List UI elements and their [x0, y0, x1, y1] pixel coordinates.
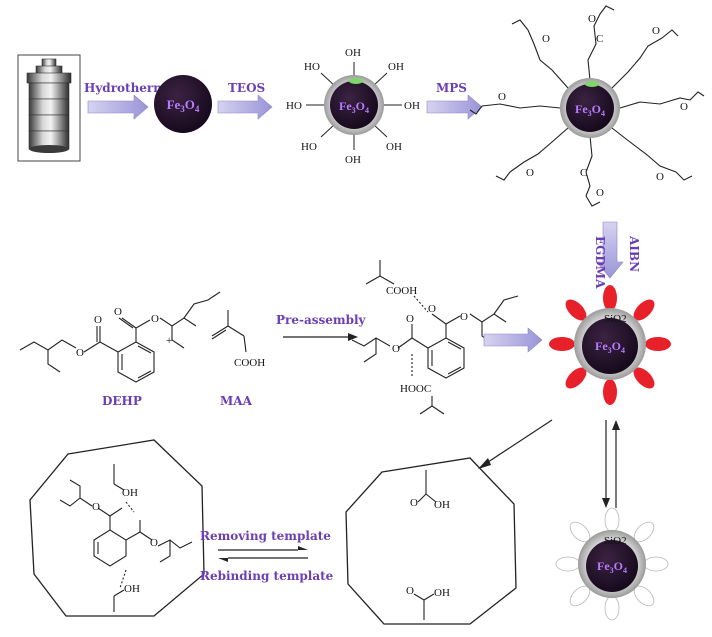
svg-text:O: O [460, 311, 468, 323]
oh-top: OH [345, 47, 361, 59]
mip-particle-with-template: SiO2 Fe3O4 [549, 285, 671, 405]
svg-text:O: O [150, 537, 158, 549]
aibn-label: AIBN [627, 235, 641, 272]
elution-arrow [478, 419, 553, 469]
removing-template-label: Removing template [200, 529, 331, 543]
oh-top-right: OH [388, 61, 404, 73]
cavity-with-template: OH OH O O [29, 439, 205, 617]
pre-assembled-complex: COOH HOOC O O O O [351, 260, 519, 415]
svg-text:O: O [596, 187, 604, 199]
pre-assembly-arrow [283, 333, 358, 341]
svg-text:O: O [498, 91, 506, 103]
maa-label: MAA [220, 394, 253, 408]
svg-text:O: O [76, 347, 84, 359]
svg-text:C: C [596, 33, 603, 45]
mip-particle-empty-sites: SiO2 Fe3O4 [555, 507, 669, 621]
svg-text:O: O [680, 101, 688, 113]
polymerization-arrow [596, 221, 624, 279]
svg-text:O: O [656, 171, 664, 183]
svg-text:SiO2: SiO2 [604, 313, 627, 325]
svg-text:Fe3O4: Fe3O4 [597, 559, 627, 575]
ho-bottom-left: HO [301, 141, 317, 153]
svg-text:O: O [588, 13, 596, 25]
svg-text:Fe3O4: Fe3O4 [595, 339, 625, 355]
hydrothermal-label: Hydrothermal [84, 81, 179, 95]
egdma-label: EGDMA [593, 236, 607, 289]
pre-assembly-label: Pre-assembly [276, 313, 367, 327]
maa-structure: COOH [211, 310, 265, 369]
hydrothermal-arrow [87, 94, 149, 120]
autoclave-icon [17, 54, 81, 162]
svg-text:O: O [406, 313, 414, 325]
oh-groups: OH OH HO OH HO OH HO OH [286, 47, 420, 166]
dehp-label: DEHP [102, 394, 142, 408]
svg-text:SiO2: SiO2 [604, 535, 627, 547]
svg-text:O: O [542, 33, 550, 45]
svg-text:COOH: COOH [234, 357, 265, 369]
oh-bottom: OH [345, 154, 361, 166]
svg-text:OH: OH [434, 587, 450, 599]
vertical-equilibrium-arrow [602, 420, 620, 508]
svg-text:O: O [114, 306, 122, 318]
teos-label: TEOS [228, 81, 265, 95]
svg-text:HOOC: HOOC [400, 383, 431, 395]
svg-text:O: O [526, 167, 534, 179]
svg-text:C: C [580, 167, 587, 179]
mps-label: MPS [436, 81, 467, 95]
ho-top-left: HO [304, 61, 320, 73]
svg-text:OH: OH [124, 583, 140, 595]
plus-sign: + [166, 335, 172, 347]
svg-text:O: O [92, 501, 100, 513]
svg-text:O: O [652, 25, 660, 37]
svg-text:Fe3O4: Fe3O4 [167, 97, 200, 114]
svg-text:O: O [410, 497, 418, 509]
svg-text:O: O [151, 313, 159, 325]
dehp-structure: O O O O [19, 291, 221, 383]
svg-text:O: O [428, 303, 436, 315]
rebinding-template-label: Rebinding template [200, 569, 334, 583]
empty-cavity: OH OH O O [345, 457, 517, 625]
to-mip-arrow [483, 327, 543, 353]
mps-modified-particle: Fe3O4 O C O O O O O O C O [469, 5, 705, 207]
svg-text:O: O [392, 343, 400, 355]
oh-bottom-right: OH [386, 141, 402, 153]
oh-right: OH [404, 100, 420, 112]
fe3o4-core-particle: Fe3O4 [154, 75, 212, 133]
svg-text:COOH: COOH [386, 285, 417, 297]
svg-text:O: O [406, 585, 414, 597]
ho-left: HO [286, 100, 302, 112]
svg-text:Fe3O4: Fe3O4 [339, 99, 369, 115]
mps-arrow [426, 94, 483, 120]
template-equilibrium-arrows [218, 546, 308, 562]
silica-coated-particle-oh: Fe3O4 [306, 62, 402, 150]
teos-arrow [217, 94, 273, 120]
svg-text:Fe3O4: Fe3O4 [575, 102, 605, 118]
svg-text:OH: OH [122, 487, 138, 499]
svg-text:OH: OH [434, 499, 450, 511]
svg-text:O: O [94, 314, 102, 326]
